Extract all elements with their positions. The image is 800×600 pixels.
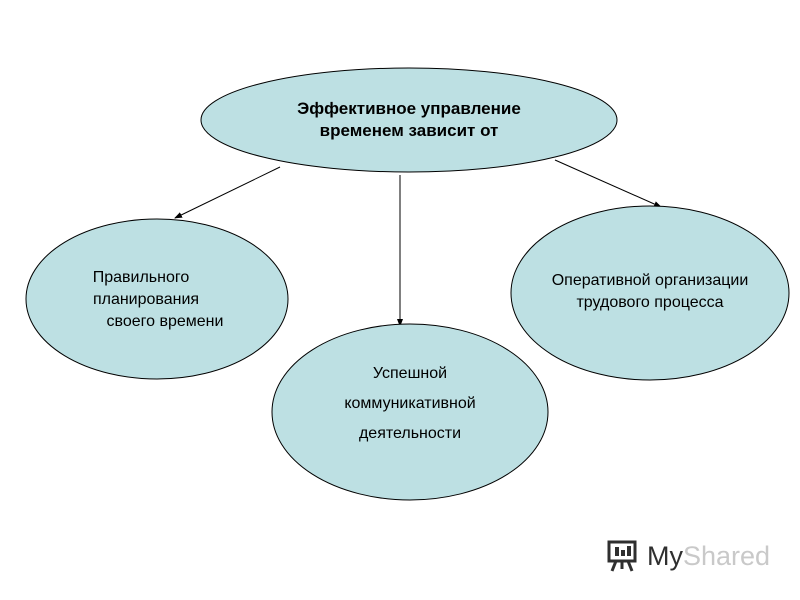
root-label-line: временем зависит от <box>319 121 499 140</box>
watermark-brand-text: MyShared <box>647 541 770 572</box>
planning-node-shape <box>25 218 289 380</box>
organization-label-line: трудового процесса <box>576 294 724 311</box>
communication-node-shape <box>271 323 549 501</box>
arrow-to-planning <box>174 166 281 219</box>
organization-node-label: Оперативной организации трудового процес… <box>515 268 785 316</box>
communication-label-line: коммуникативной <box>344 395 476 412</box>
root-label-line: Эффективное управление <box>297 99 521 118</box>
arrow-to-organization <box>554 159 662 208</box>
root-node-label: Эффективное управление временем зависит … <box>234 96 584 144</box>
planning-label-line: своего времени <box>106 313 224 330</box>
root-node-shape <box>200 67 618 173</box>
planning-label-line: планирования <box>92 291 200 308</box>
planning-node-label: Правильного планирования своего времени <box>40 264 280 336</box>
organization-node-shape <box>510 205 790 381</box>
organization-label-line: Оперативной организации <box>551 272 749 289</box>
communication-label-line: Успешной <box>372 365 448 382</box>
presentation-board-icon <box>607 540 637 572</box>
watermark-text-rest: Shared <box>683 540 771 571</box>
myshared-watermark: MyShared <box>606 536 770 576</box>
watermark-text-my: My <box>647 540 683 571</box>
communication-node-label: Успешной коммуникативной деятельности <box>290 356 530 452</box>
communication-label-line: деятельности <box>358 425 462 442</box>
planning-label-line: Правильного <box>92 269 190 286</box>
